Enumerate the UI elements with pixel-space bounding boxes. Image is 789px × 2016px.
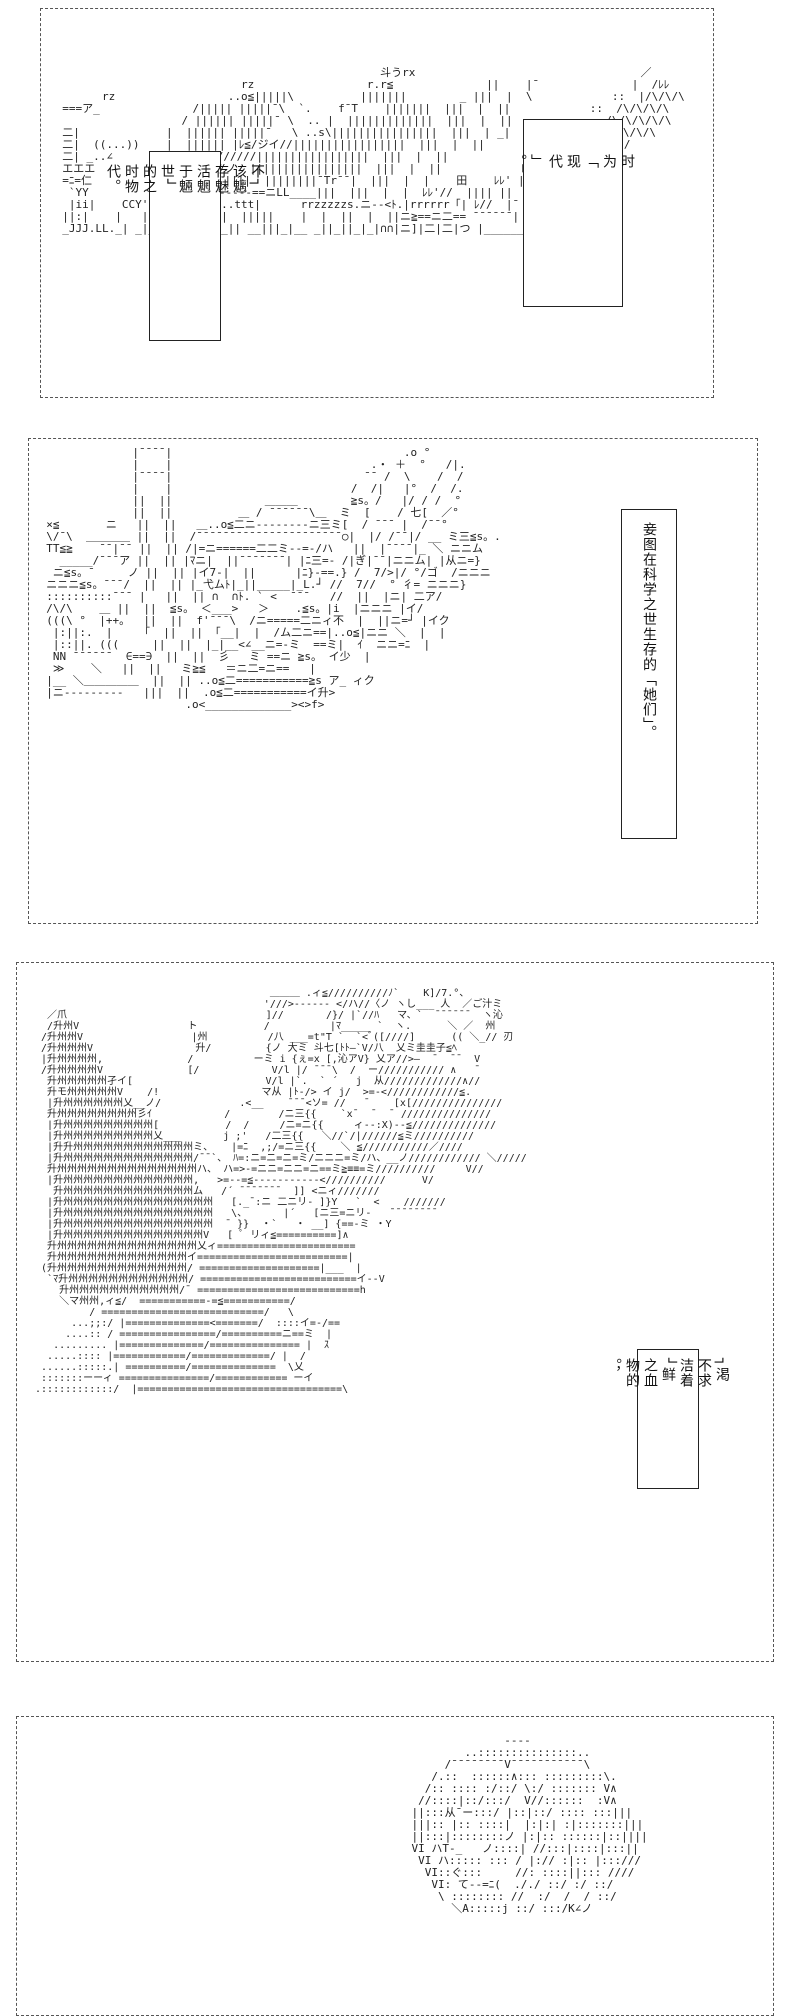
caption-box-left: 不┐ 该魑 存魅 活魍 于魎 世┘ 的之 时物 代。 <box>105 151 265 341</box>
ascii-art-city: 斗うrx ／ rz r.r≦ || |¯ | /ﾚﾚ rz ..o≦|||||\… <box>62 66 685 235</box>
panel-city: 斗うrx ／ rz r.r≦ || |¯ | /ﾚﾚ rz ..o≦|||||\… <box>40 8 714 398</box>
ascii-art-sphere: ---- ..:::::::::::::::.. /¯¯¯¯¯¯¯¯V¯¯¯¯¯… <box>411 1734 648 1915</box>
caption-box-hunter: ┐渇 不求 洁着 ┘鲜 之血 物的 。， <box>606 1349 730 1489</box>
panel-hunter: ＿＿＿ .ィ≦//////////ﾉ` K]/7.°、 '///>------ … <box>16 962 774 1662</box>
panel-carnival: |¯¯¯¯| .o ° | | .・ ＋ ° /|. |¯¯¯¯| ¯¯ / \… <box>28 438 758 924</box>
caption-carnival: 妾图在科学之世生存的「她们」。 <box>641 522 657 740</box>
caption-box-carnival: 妾图在科学之世生存的「她们」。 <box>621 509 677 839</box>
ascii-art-carnival: |¯¯¯¯| .o ° | | .・ ＋ ° /|. |¯¯¯¯| ¯¯ / \… <box>46 446 501 711</box>
caption-hunter: ┐渇 不求 洁着 ┘鲜 之血 物的 。， <box>606 1358 730 1388</box>
ascii-art-hunter: ＿＿＿ .ィ≦//////////ﾉ` K]/7.°、 '///>------ … <box>35 988 527 1395</box>
panel-sphere: ---- ..:::::::::::::::.. /¯¯¯¯¯¯¯¯V¯¯¯¯¯… <box>16 1716 774 2016</box>
caption-left: 不┐ 该魑 存魅 活魍 于魎 世┘ 的之 时物 代。 <box>105 164 265 194</box>
caption-right: 时 为 「 现 代 」 。 <box>511 154 635 169</box>
caption-box-right: 时 为 「 现 代 」 。 <box>511 119 635 307</box>
